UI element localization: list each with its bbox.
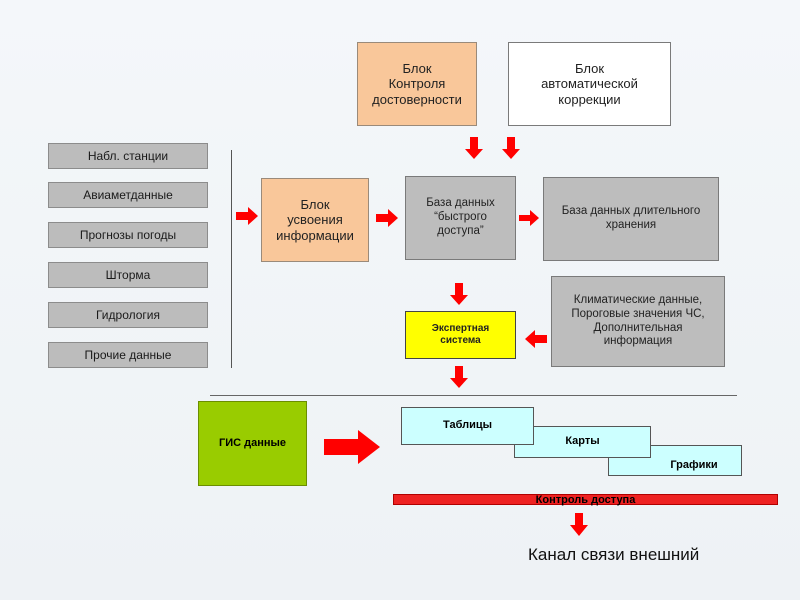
output-tables: Таблицы [401,407,534,445]
arrow-control-down [465,137,483,159]
vertical-separator [231,150,232,368]
source-weather-forecasts: Прогнозы погоды [48,222,208,248]
fast-access-database: База данных “быстрого доступа” [405,176,516,260]
arrow-climate-to-expert [525,330,547,348]
arrow-expert-down [450,366,468,388]
source-aviation-data: Авиаметданные [48,182,208,208]
arrow-fastdb-to-expert [450,283,468,305]
arrow-fastdb-to-longdb [519,210,539,226]
source-hydrology: Гидрология [48,302,208,328]
output-graphs: Графики [608,445,742,476]
output-maps: Карты [514,426,651,458]
arrow-access-to-channel [570,513,588,536]
gis-data-block: ГИС данные [198,401,307,486]
source-observation-stations: Набл. станции [48,143,208,169]
external-channel-label: Канал связи внешний [528,545,700,564]
arrow-correction-down [502,137,520,159]
block-automatic-correction: Блок автоматической коррекции [508,42,671,126]
source-other-data: Прочие данные [48,342,208,368]
long-term-storage-database: База данных длительного хранения [543,177,719,261]
arrow-gis-to-outputs [324,430,380,464]
access-control-bar: Контроль доступа [393,494,778,506]
block-information-assimilation: Блок усвоения информации [261,178,369,262]
climate-data-block: Климатические данные, Пороговые значения… [551,276,725,367]
arrow-assimilation-to-fastdb [376,209,398,227]
source-storms: Шторма [48,262,208,288]
block-reliability-control: Блок Контроля достоверности [357,42,477,126]
expert-system: Экспертная система [405,311,516,359]
arrow-sources-to-assimilation [236,207,258,225]
horizontal-separator [210,395,737,396]
